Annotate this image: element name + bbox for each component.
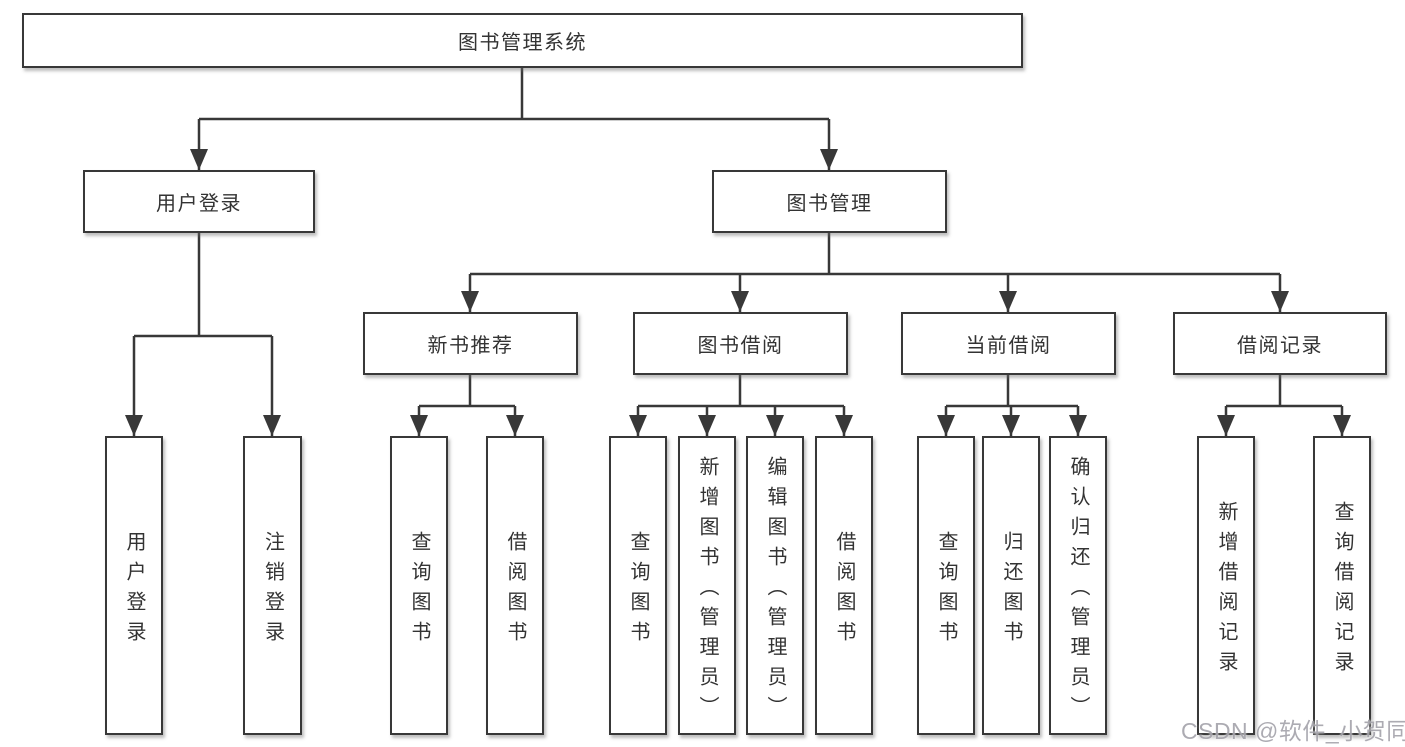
arrow-icon (1271, 291, 1289, 312)
arrow-icon (1217, 415, 1235, 436)
arrow-icon (1002, 415, 1020, 436)
leaf-confirm-return-admin: 确认归还（管理员） (1049, 436, 1107, 735)
arrow-icon (410, 415, 428, 436)
arrow-icon (999, 291, 1017, 312)
node-book-borrow: 图书借阅 (633, 312, 848, 375)
arrow-icon (461, 291, 479, 312)
leaf-borrow-book-label: 借阅图书 (833, 530, 855, 651)
node-book-management-label: 图书管理 (786, 193, 873, 215)
arrow-icon (937, 415, 955, 436)
branch-book-management (468, 233, 1282, 312)
branch-root-to-level2 (197, 68, 831, 170)
leaf-borrow-book-recommend-label: 借阅图书 (504, 530, 526, 651)
arrow-icon (731, 291, 749, 312)
branch-borrow-records (1224, 375, 1344, 436)
leaf-confirm-return-admin-label: 确认归还（管理员） (1067, 455, 1089, 726)
node-book-management: 图书管理 (712, 170, 947, 233)
leaf-user-login: 用户登录 (105, 436, 163, 735)
arrow-icon (1333, 415, 1351, 436)
arrow-icon (835, 415, 853, 436)
node-root: 图书管理系统 (22, 13, 1023, 68)
node-current-borrow: 当前借阅 (901, 312, 1116, 375)
leaf-borrow-book-recommend: 借阅图书 (486, 436, 544, 735)
arrow-icon (766, 415, 784, 436)
leaf-return-book-label: 归还图书 (1000, 530, 1022, 651)
leaf-query-book-borrow: 查询图书 (609, 436, 667, 735)
node-user-login: 用户登录 (83, 170, 315, 233)
node-book-borrow-label: 图书借阅 (697, 335, 784, 357)
arrow-icon (698, 415, 716, 436)
leaf-add-borrow-record-label: 新增借阅记录 (1215, 500, 1237, 681)
node-root-label: 图书管理系统 (458, 32, 587, 54)
arrow-icon (820, 149, 838, 170)
leaf-query-book-current-label: 查询图书 (935, 530, 957, 651)
branch-book-borrow (636, 375, 846, 436)
leaf-logout: 注销登录 (243, 436, 302, 735)
node-borrow-records-label: 借阅记录 (1237, 335, 1323, 357)
node-current-borrow-label: 当前借阅 (965, 335, 1052, 357)
csdn-watermark: CSDN @软件_小贺同学 (1181, 718, 1405, 744)
arrow-icon (125, 415, 143, 436)
node-new-book-recommend-label: 新书推荐 (427, 335, 514, 357)
leaf-user-login-label: 用户登录 (123, 530, 145, 651)
arrow-icon (1069, 415, 1087, 436)
leaf-edit-book-admin: 编辑图书（管理员） (746, 436, 804, 735)
arrow-icon (506, 415, 524, 436)
leaf-query-book-current: 查询图书 (917, 436, 975, 735)
leaf-query-book-recommend-label: 查询图书 (408, 530, 430, 651)
node-borrow-records: 借阅记录 (1173, 312, 1387, 375)
node-user-login-label: 用户登录 (156, 193, 242, 215)
leaf-add-book-admin-label: 新增图书（管理员） (696, 455, 718, 726)
leaf-query-book-recommend: 查询图书 (390, 436, 448, 735)
leaf-add-book-admin: 新增图书（管理员） (678, 436, 736, 735)
leaf-return-book: 归还图书 (982, 436, 1040, 735)
arrowheads (125, 149, 1351, 436)
leaf-query-borrow-record-label: 查询借阅记录 (1331, 500, 1353, 681)
branch-user-login (132, 233, 274, 436)
tree-branches (132, 68, 1344, 436)
arrow-icon (190, 149, 208, 170)
branch-new-book-recommend (417, 375, 517, 436)
leaf-query-borrow-record: 查询借阅记录 (1313, 436, 1371, 735)
leaf-logout-label: 注销登录 (261, 530, 284, 651)
leaf-query-book-borrow-label: 查询图书 (627, 530, 649, 651)
arrow-icon (629, 415, 647, 436)
leaf-edit-book-admin-label: 编辑图书（管理员） (764, 455, 786, 726)
arrow-icon (263, 415, 281, 436)
leaf-add-borrow-record: 新增借阅记录 (1197, 436, 1255, 735)
node-new-book-recommend: 新书推荐 (363, 312, 578, 375)
leaf-borrow-book: 借阅图书 (815, 436, 873, 735)
